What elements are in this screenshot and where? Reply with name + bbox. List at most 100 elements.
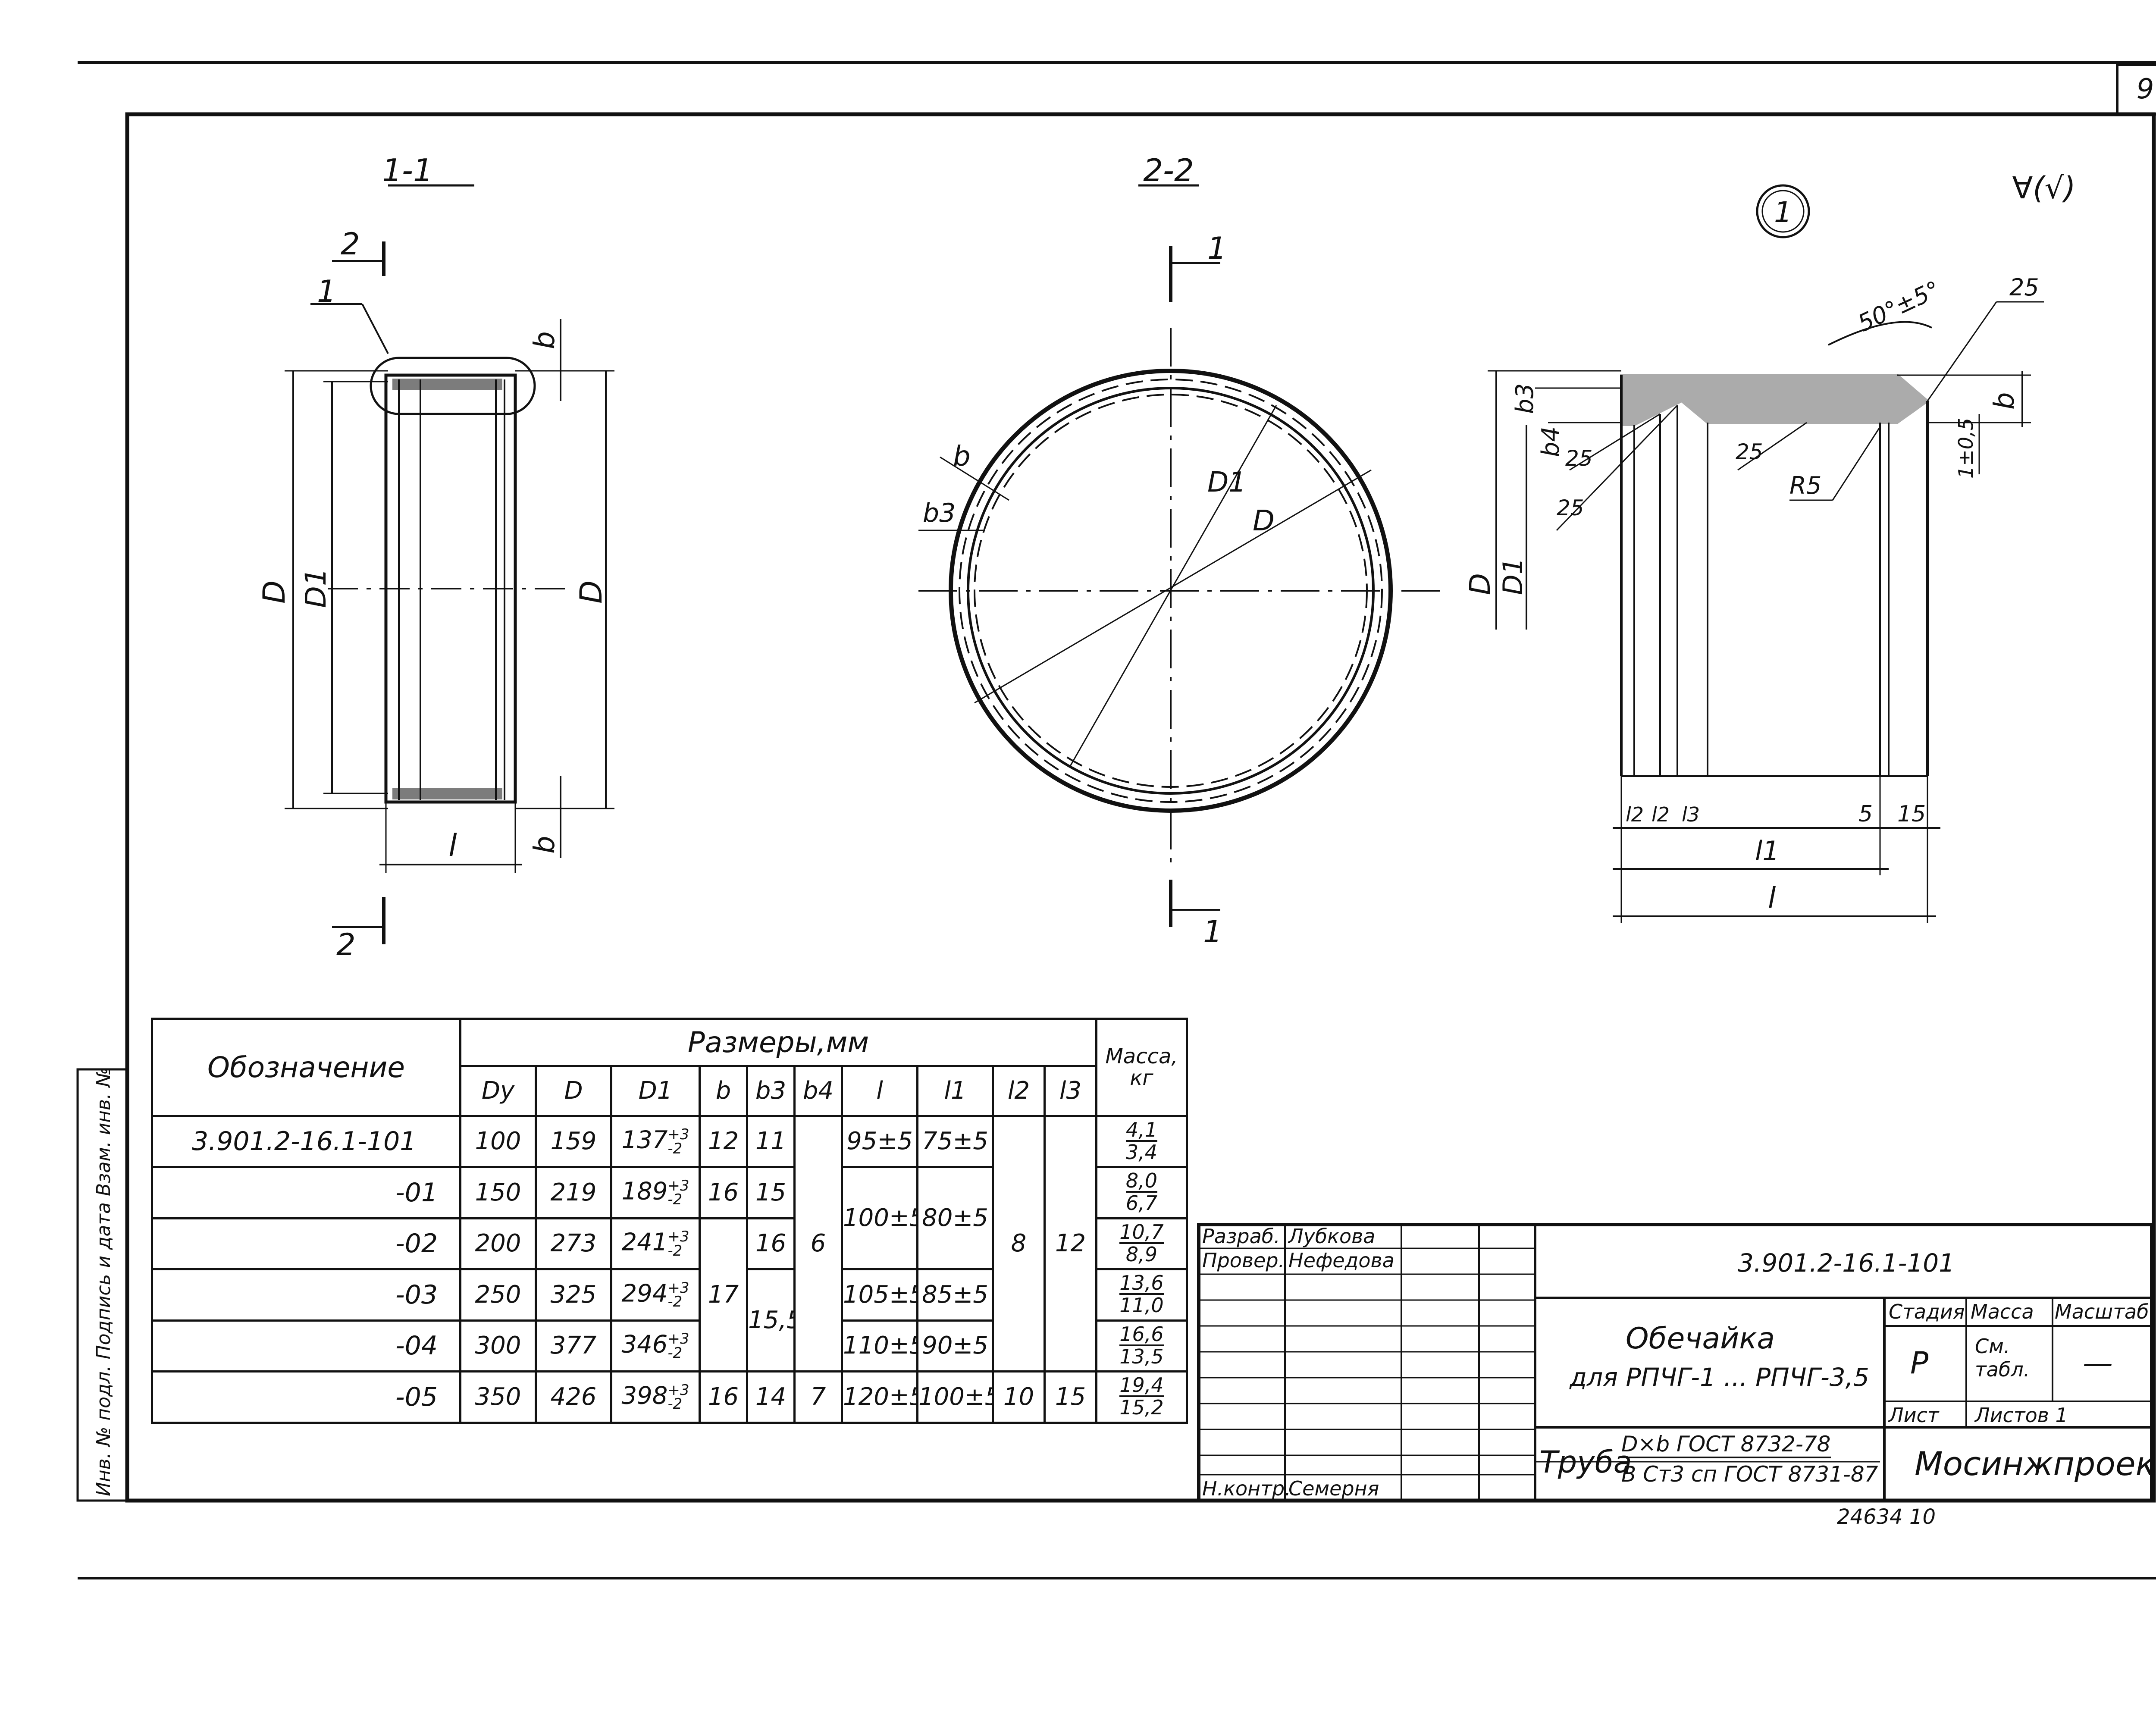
row-designation: -03 [151, 1268, 461, 1322]
material-prefix: Труба [1539, 1445, 1632, 1480]
cell-b3: 15 [746, 1166, 796, 1219]
stage-value: Р [1910, 1345, 1929, 1381]
header-mass: Масса, кг [1095, 1018, 1188, 1117]
cell-b-merged: 17 [699, 1217, 748, 1373]
cell-l1: 85±5 [916, 1268, 994, 1322]
header-l1: l1 [916, 1065, 994, 1117]
header-b: b [699, 1065, 748, 1117]
mass-value: См. табл. [1975, 1335, 2030, 1381]
cell-l1: 100±5 [916, 1370, 994, 1424]
cell-b4-merged: 6 [793, 1115, 843, 1373]
dim-D-right: D [573, 580, 609, 604]
checked-name: Нефедова [1288, 1249, 1395, 1272]
cell-D: 219 [535, 1166, 612, 1219]
cell-Dy: 100 [459, 1115, 537, 1169]
mass-label: Масса [1971, 1300, 2034, 1323]
dimensions-table: Обозначение Размеры,мм Масса, кг Dу D D1… [151, 1017, 1188, 1424]
cell-l1: 90±5 [916, 1319, 994, 1373]
cell-D1: 241+3-2 [610, 1217, 701, 1271]
cell-D: 325 [535, 1268, 612, 1322]
cell-Dy: 200 [459, 1217, 537, 1271]
scale-label: Масштаб [2055, 1300, 2149, 1323]
row-designation: -04 [151, 1319, 461, 1373]
section-title-1-1: 1-1 [382, 152, 433, 188]
header-b4: b4 [793, 1065, 843, 1117]
cut-mark-1-top: 1 [1207, 231, 1227, 266]
title-block: Разраб. Лубкова Провер. Нефедова Н.контр… [1199, 1225, 2156, 1529]
document-code: 3.901.2-16.1-101 [1738, 1248, 1955, 1278]
dim-D1-detail: D1 [1497, 558, 1529, 595]
table-row: -03 250 325 294+3-2 15,5 105±5 85±5 13,6… [151, 1268, 1188, 1373]
detail-view-1: 1 50°±5° 25 b 1±0,5 b3 b4 D [1463, 184, 2044, 923]
cell-l2: 10 [992, 1370, 1046, 1424]
header-D: D [535, 1065, 612, 1117]
title-block-grid [1197, 1223, 2153, 1502]
dim-l3: l3 [1682, 803, 1700, 826]
cell-b3-merged: 15,5 [746, 1268, 796, 1373]
cell-D: 377 [535, 1319, 612, 1373]
dim-b3-circle: b3 [923, 498, 956, 528]
table-row: -01 150 219 189+3-2 16 15 100±5 80±5 8,0… [151, 1166, 1188, 1271]
cell-D: 159 [535, 1115, 612, 1169]
dim-l-left-view: l [448, 828, 457, 863]
developed-name: Лубкова [1288, 1225, 1376, 1248]
detail-number: 1 [1774, 196, 1792, 229]
sheets-label: Листов 1 [1975, 1404, 2068, 1427]
cell-D: 273 [535, 1217, 612, 1271]
cell-b: 16 [699, 1166, 748, 1219]
dim-l2-b: l2 [1651, 803, 1670, 826]
cell-Dy: 250 [459, 1268, 537, 1322]
dim-b4-detail: b4 [1537, 426, 1565, 457]
dim-R5: R5 [1789, 472, 1822, 500]
dim-b3-detail: b3 [1511, 383, 1539, 414]
dim-5: 5 [1858, 801, 1873, 827]
cell-Dy: 150 [459, 1166, 537, 1219]
cut-mark-2-bottom: 2 [336, 927, 356, 962]
header-Dy: Dу [459, 1065, 537, 1117]
cell-l3-merged: 12 [1044, 1115, 1097, 1373]
header-l2: l2 [992, 1065, 1046, 1117]
dim-15: 15 [1897, 801, 1926, 827]
cell-Dy: 350 [459, 1370, 537, 1424]
dim-D-circle: D [1253, 504, 1275, 537]
cell-D1: 189+3-2 [610, 1166, 701, 1219]
cell-l1: 75±5 [916, 1115, 994, 1169]
roughness-25-top: 25 [2009, 274, 2039, 301]
dim-tolerance: 1±0,5 [1954, 418, 1977, 479]
organization-name: Мосинжпроект [1915, 1445, 2156, 1483]
material-top: D×b ГОСТ 8732-78 [1621, 1432, 1831, 1458]
cell-D1: 294+3-2 [610, 1268, 701, 1322]
title-line-1: Обечайка [1626, 1322, 1775, 1356]
section-view-1-1: 1-1 2 2 1 D D1 D [257, 152, 614, 962]
side-stamp-text: Инв. № подл. Подпись и дата Взам. инв. № [93, 1067, 115, 1496]
header-D1: D1 [610, 1065, 701, 1117]
roughness-25-b: 25 [1557, 495, 1584, 520]
section-title-2-2: 2-2 [1143, 152, 1194, 188]
cell-l2-merged: 8 [992, 1115, 1046, 1373]
roughness-symbol: ∀(√) [2012, 170, 2075, 206]
section-view-2-2: 2-2 1 1 D1 D b b3 [918, 152, 1440, 949]
dim-D-left: D [257, 580, 292, 604]
dim-D1-left: D1 [299, 568, 332, 608]
drawing-frame [125, 112, 2156, 1503]
scale-value: — [2083, 1345, 2113, 1381]
row-designation: 3.901.2-16.1-101 [151, 1115, 461, 1169]
sheet-number: 9 [2137, 73, 2154, 105]
sheet-number-box [2116, 63, 2156, 116]
dim-l1-detail: l1 [1755, 835, 1780, 867]
dim-b-bottom: b [528, 836, 561, 854]
cell-l: 105±5 [841, 1268, 918, 1322]
norm-control-label: Н.контр. [1202, 1477, 1291, 1500]
row-designation: -01 [151, 1166, 461, 1219]
title-line-2: для РПЧГ-1 ... РПЧГ-3,5 [1570, 1363, 1870, 1392]
roughness-25-a: 25 [1565, 446, 1593, 471]
cell-b4: 7 [793, 1370, 843, 1424]
material-bottom: В Ст3 сп ГОСТ 8731-87 [1621, 1462, 1878, 1487]
cut-mark-1-bottom: 1 [1203, 914, 1222, 949]
